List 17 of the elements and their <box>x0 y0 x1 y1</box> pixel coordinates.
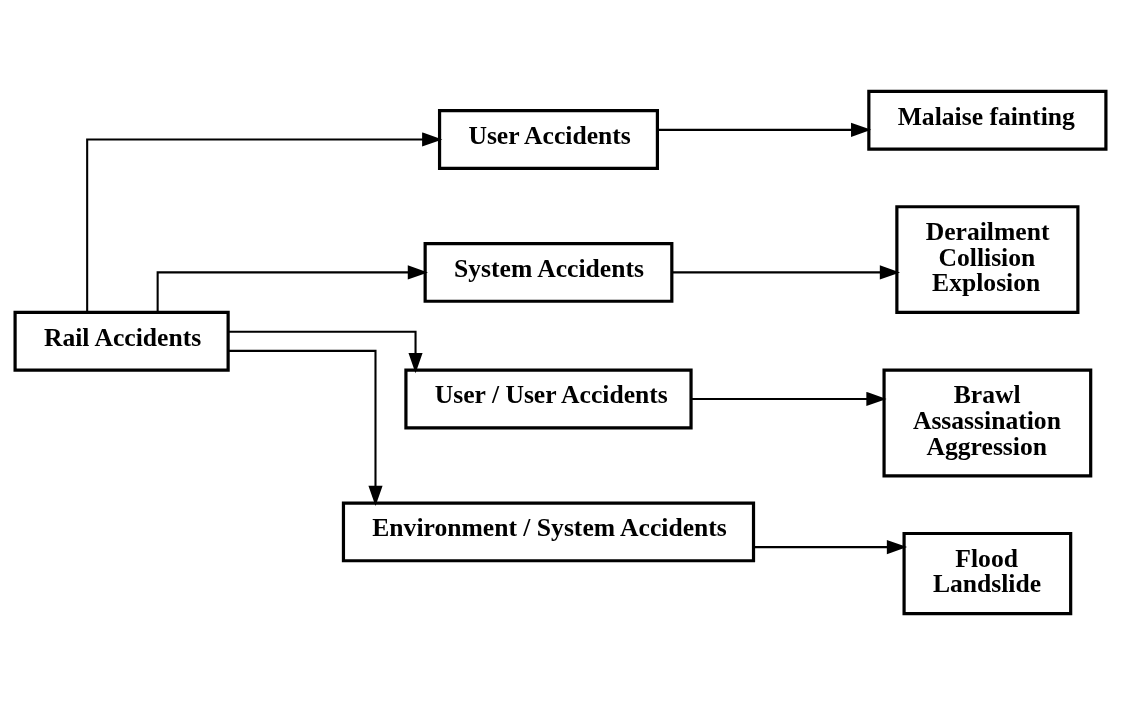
arrow <box>86 131 443 312</box>
node-box: Malaise fainting <box>867 89 1108 151</box>
arrow <box>671 264 901 279</box>
arrow <box>691 391 887 406</box>
arrow <box>156 264 428 312</box>
node-box: User / User Accidents <box>404 368 693 429</box>
node-box: Flood Landslide <box>902 531 1073 615</box>
node-box: System Accidents <box>423 241 674 303</box>
arrow <box>228 349 383 506</box>
node-box: Rail Accidents <box>13 310 230 372</box>
arrow <box>657 122 872 137</box>
node-box: User Accidents <box>437 108 659 170</box>
node-box: Environment / System Accidents <box>341 500 756 562</box>
node-box: Brawl Assassination Aggression <box>882 368 1093 477</box>
arrow <box>228 330 423 373</box>
node-box: Derailment Collision Explosion <box>895 204 1080 314</box>
arrow <box>753 539 908 554</box>
